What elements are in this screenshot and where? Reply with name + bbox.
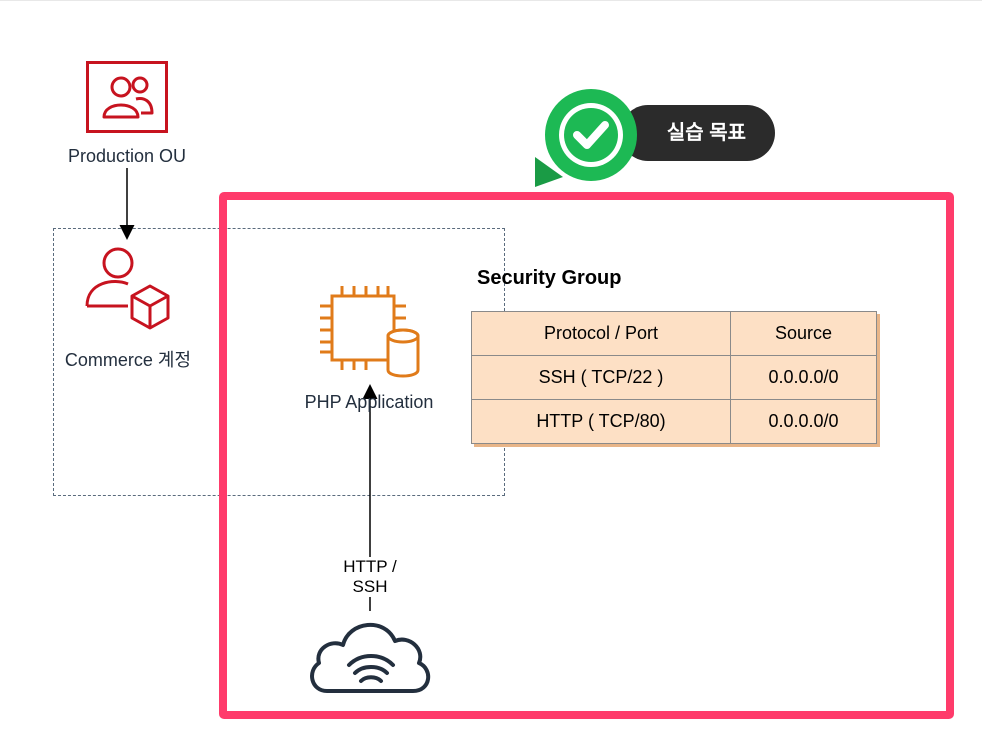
cell-source: 0.0.0.0/0 [730,355,877,400]
php-application-label: PHP Application [304,392,434,412]
production-ou-label: Production OU [67,146,187,166]
cell-protocol: SSH ( TCP/22 ) [471,355,731,400]
cell-protocol: HTTP ( TCP/80) [471,399,731,444]
ec2-instance-icon [318,286,422,380]
edge-label-http-ssh: HTTP / SSH [334,557,406,597]
cell-source: 0.0.0.0/0 [730,399,877,444]
table-header-row: Protocol / Port Source [471,311,877,356]
security-group-title: Security Group [477,267,622,289]
edge-label-line2: SSH [352,577,388,596]
table-row: HTTP ( TCP/80) 0.0.0.0/0 [471,399,877,444]
header-protocol-port: Protocol / Port [471,311,731,356]
commerce-account-label: Commerce 계정 [64,350,192,370]
organization-users-icon [86,61,168,133]
check-circle-icon [533,87,641,191]
practice-goal-badge: 실습 목표 [620,105,775,161]
internet-cloud-icon [305,613,435,695]
header-source: Source [730,311,877,356]
practice-goal-frame [219,192,954,719]
security-group-table: Protocol / Port Source SSH ( TCP/22 ) 0.… [471,311,877,444]
edge-label-line1: HTTP / [343,557,397,576]
account-user-box-icon [84,244,172,332]
table-row: SSH ( TCP/22 ) 0.0.0.0/0 [471,355,877,400]
